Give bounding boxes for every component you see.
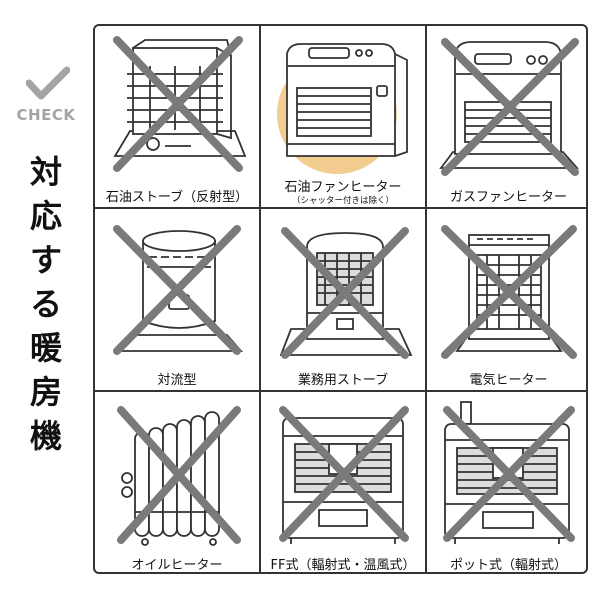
heater-label: 石油ファンヒーター [284, 180, 402, 195]
heater-label: 業務用ストーブ [297, 373, 389, 388]
heater-label: 電気ヒーター [469, 373, 548, 388]
title-char: 暖 [29, 329, 62, 367]
left-panel: CHECK 対 応 す る 暖 房 機 [0, 0, 92, 600]
title-char: す [29, 241, 62, 279]
title-char: 機 [29, 417, 62, 455]
cross-mark-icon [441, 225, 577, 359]
heater-cell: 業務用ストーブ [261, 209, 425, 390]
title-char: 応 [29, 197, 62, 235]
check-label: CHECK [16, 106, 76, 124]
heater-cell: 対流型 [95, 209, 259, 390]
cross-mark-icon [443, 406, 575, 542]
vertical-title: 対 応 す る 暖 房 機 [0, 150, 92, 458]
kerosene-fan-heater-icon [277, 43, 408, 174]
title-char: る [29, 285, 62, 323]
heater-cell: 石油ストーブ（反射型） [95, 26, 259, 207]
title-char: 対 [29, 153, 62, 191]
heater-cell: 石油ファンヒーター （シャッター付きは除く） [261, 26, 425, 207]
grid-divider [259, 26, 261, 572]
heater-cell: ポット式（輻射式） [427, 392, 586, 573]
check-icon [26, 66, 70, 100]
heater-cell: ガスファンヒーター [427, 26, 586, 207]
grid-divider [425, 26, 427, 572]
heater-grid: 石油ストーブ（反射型） 石油ファンヒーター （シャッター付きは除く） [93, 24, 588, 574]
grid-divider [95, 390, 586, 392]
cross-mark-icon [281, 227, 409, 359]
heater-label: ガスファンヒーター [449, 190, 567, 205]
heater-label: FF式（輻射式・温風式） [270, 558, 416, 573]
heater-label: 対流型 [157, 373, 197, 388]
grid-divider [95, 207, 586, 209]
cross-mark-icon [113, 225, 241, 355]
heater-cell: 電気ヒーター [427, 209, 586, 390]
heater-label: ポット式（輻射式） [449, 558, 567, 573]
cross-mark-icon [441, 38, 579, 176]
cross-mark-icon [117, 406, 241, 544]
heater-label: オイルヒーター [131, 558, 223, 573]
cross-mark-icon [279, 406, 409, 542]
heater-label: 石油ストーブ（反射型） [105, 190, 249, 205]
heater-sublabel: （シャッター付きは除く） [291, 196, 394, 206]
heater-cell: オイルヒーター [95, 392, 259, 573]
heater-cell: FF式（輻射式・温風式） [261, 392, 425, 573]
title-char: 房 [29, 373, 62, 411]
cross-mark-icon [113, 36, 243, 172]
